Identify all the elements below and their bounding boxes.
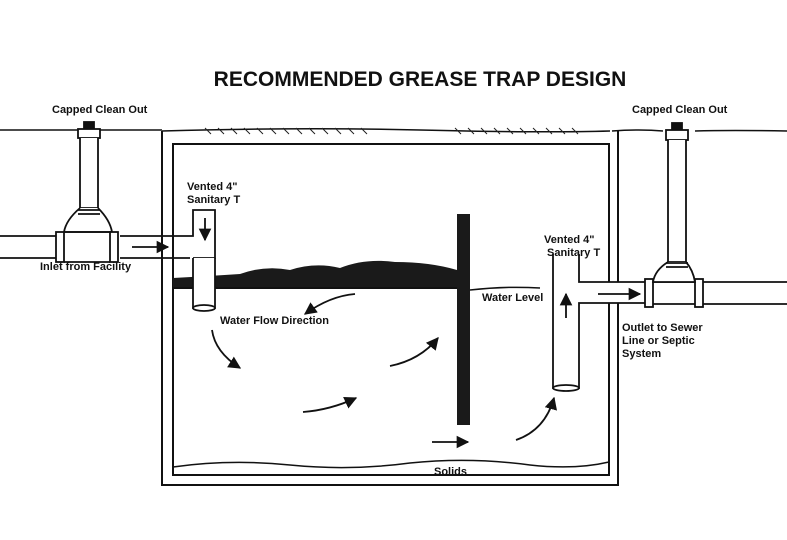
solids-label: Solids — [434, 466, 467, 478]
ground-hatching — [204, 127, 579, 135]
capped-clean-out-left-label: Capped Clean Out — [52, 104, 148, 116]
outlet-pipe — [644, 278, 787, 308]
water-flow-direction-label: Water Flow Direction — [220, 315, 329, 327]
baffle-wall — [457, 214, 470, 425]
vented-t-right-label-1: Vented 4" — [544, 234, 594, 246]
inlet-pipe — [0, 231, 190, 263]
flow-arrows — [132, 218, 642, 449]
left-sanitary-t — [175, 209, 216, 312]
flow-arrow-2 — [302, 397, 358, 413]
water-flow-pointer-arrow — [303, 293, 356, 315]
right-sanitary-t — [552, 254, 651, 392]
ground-line — [0, 127, 787, 133]
outlet-label-3: System — [622, 348, 661, 360]
flow-arrow-1 — [211, 329, 242, 369]
solids-line — [172, 459, 610, 469]
vented-t-right-label-2: Sanitary T — [547, 247, 600, 259]
flow-arrow-3 — [389, 337, 439, 367]
water-level-line — [469, 286, 541, 291]
water-level-label: Water Level — [482, 292, 543, 304]
capped-clean-out-right-label: Capped Clean Out — [632, 104, 728, 116]
outlet-label-1: Outlet to Sewer — [622, 322, 703, 334]
diagram-title: RECOMMENDED GREASE TRAP DESIGN — [214, 68, 627, 91]
inlet-label: Inlet from Facility — [40, 261, 132, 273]
tank-outer-wall — [161, 131, 619, 486]
grease-layer — [173, 260, 457, 288]
outlet-label-2: Line or Septic — [622, 335, 695, 347]
left-clean-out — [62, 121, 114, 233]
right-clean-out — [651, 122, 697, 283]
tank — [161, 131, 619, 486]
tank-inner-wall — [172, 143, 610, 476]
vented-t-left-label-1: Vented 4" — [187, 181, 237, 193]
flow-arrow-5 — [515, 396, 557, 441]
vented-t-left-label-2: Sanitary T — [187, 194, 240, 206]
